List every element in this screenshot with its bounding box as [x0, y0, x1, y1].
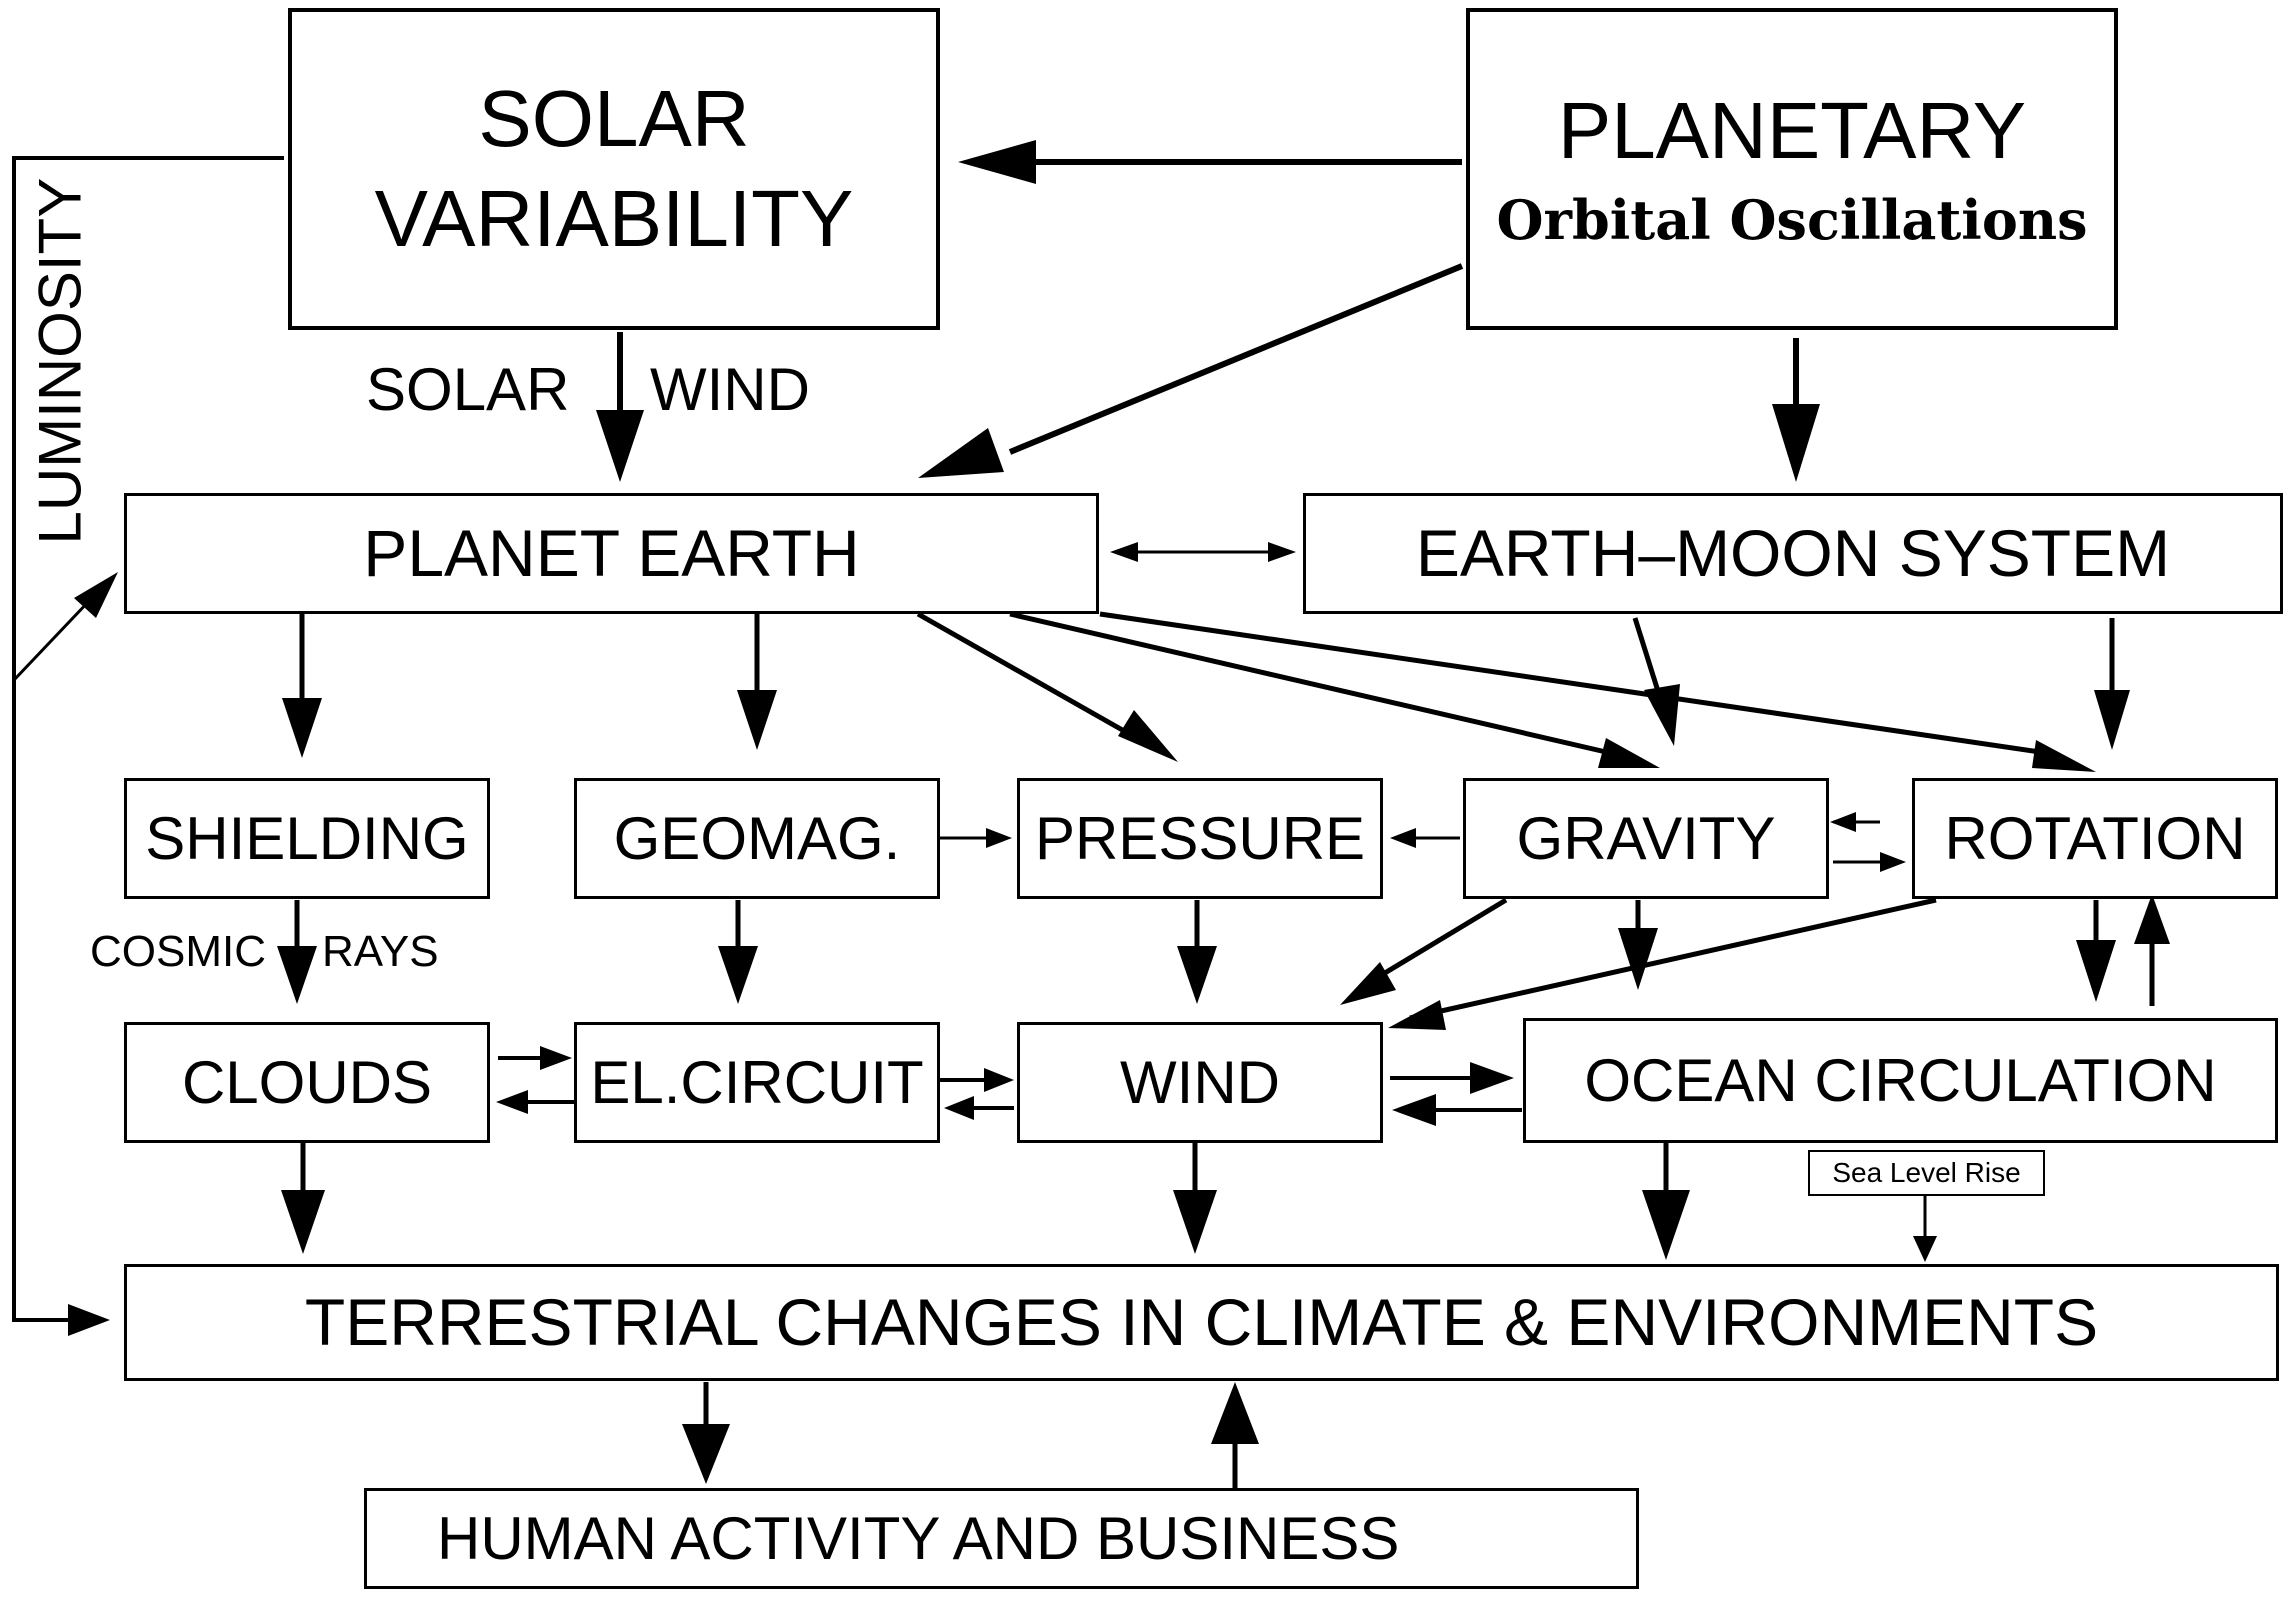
arrow-into-rotation	[2032, 740, 2096, 772]
arrow-into-terrestrial-from-sealevel	[1913, 1236, 1937, 1262]
arrow-into-rotation-from-gravity	[1880, 852, 1906, 872]
arrow-into-elcircuit-from-wind	[944, 1096, 974, 1120]
arrow-into-ocean-from-rotation	[2076, 940, 2116, 1002]
planetary-subtitle: Orbital Oscillations	[1496, 188, 2088, 253]
arrow-into-terrestrial-from-wind	[1173, 1190, 1217, 1254]
arrow-right-earthmoon	[1268, 542, 1296, 562]
arrow-into-clouds-from-elcircuit	[496, 1090, 528, 1114]
arrow-into-wind	[1177, 946, 1217, 1004]
rotation-to-wind-line	[1409, 897, 1937, 1021]
arrow-into-ocean-from-gravity	[1618, 928, 1658, 990]
gravity-to-wind-line	[1363, 897, 1508, 988]
arrow-into-shielding	[282, 698, 322, 758]
wind-box: WIND	[1017, 1022, 1383, 1143]
arrow-into-wind-from-ocean	[1392, 1094, 1436, 1126]
arrow-into-wind-from-elcircuit	[984, 1068, 1014, 1092]
arrow-into-rotation-from-ocean	[2134, 894, 2170, 944]
planetary-title: PLANETARY	[1557, 86, 2027, 176]
arrow-into-earth-from-planetary	[918, 428, 1004, 478]
arrow-into-gravity-from-em	[1644, 684, 1680, 746]
clouds-box: CLOUDS	[124, 1022, 490, 1143]
arrow-left-earth	[1110, 542, 1138, 562]
luminosity-arrow-terrestrial	[68, 1304, 110, 1336]
planetary-box: PLANETARY Orbital Oscillations	[1466, 8, 2118, 330]
solar-title-line2: VARIABILITY	[374, 174, 854, 263]
arrow-into-gravity	[1598, 738, 1660, 768]
ocean-circulation-box: OCEAN CIRCULATION	[1523, 1018, 2278, 1143]
arrow-into-terrestrial-from-ocean	[1642, 1190, 1690, 1260]
arrow-into-geomag	[737, 690, 777, 750]
arrow-into-pressure-from-geomag	[986, 828, 1012, 848]
el-circuit-box: EL.CIRCUIT	[574, 1022, 940, 1143]
pressure-box: PRESSURE	[1017, 778, 1383, 899]
arrow-into-pressure-from-gravity	[1390, 828, 1416, 848]
luminosity-line	[12, 156, 284, 1322]
luminosity-label: LUMINOSITY	[26, 177, 94, 545]
sea-level-rise-box: Sea Level Rise	[1808, 1150, 2045, 1196]
arrow-into-elcircuit	[718, 946, 758, 1004]
luminosity-arrow-earth	[74, 572, 118, 618]
human-activity-box: HUMAN ACTIVITY AND BUSINESS	[364, 1488, 1639, 1589]
arrow-into-gravity-from-rotation	[1830, 812, 1856, 832]
arrow-into-ocean-from-wind	[1470, 1062, 1514, 1094]
terrestrial-changes-box: TERRESTRIAL CHANGES IN CLIMATE & ENVIRON…	[124, 1264, 2279, 1381]
luminosity-to-earth-line	[12, 598, 92, 682]
solar-variability-box: SOLAR VARIABILITY	[288, 8, 940, 330]
earth-to-pressure-line	[916, 611, 1142, 743]
cosmic-rays-label-cosmic: COSMIC	[90, 927, 266, 976]
arrow-into-wind-from-rotation	[1388, 1000, 1446, 1030]
planetary-to-earth-line	[1008, 263, 1464, 455]
arrow-into-clouds	[277, 946, 317, 1004]
arrow-into-wind-from-gravity	[1340, 962, 1396, 1005]
arrow-into-human	[682, 1424, 730, 1484]
shielding-box: SHIELDING	[124, 778, 490, 899]
gravity-box: GRAVITY	[1463, 778, 1829, 899]
solar-wind-label-solar: SOLAR	[366, 356, 570, 423]
arrow-into-pressure	[1118, 710, 1178, 762]
earth-to-gravity-line	[1009, 611, 1607, 755]
rotation-box: ROTATION	[1912, 778, 2278, 899]
arrow-into-terrestrial-from-clouds	[281, 1190, 325, 1254]
earth-to-rotation-line	[1099, 611, 2041, 755]
arrow-into-earthmoon	[1772, 404, 1820, 482]
cosmic-rays-label-rays: RAYS	[322, 927, 439, 976]
geomag-box: GEOMAG.	[574, 778, 940, 899]
solar-title-line1: SOLAR	[478, 74, 750, 163]
arrow-into-terrestrial-from-human	[1211, 1382, 1259, 1444]
arrow-into-rotation-from-em	[2094, 690, 2130, 750]
arrow-into-elcircuit-from-clouds	[540, 1046, 572, 1070]
solar-wind-label-wind: WIND	[650, 356, 810, 423]
earth-moon-system-box: EARTH–MOON SYSTEM	[1303, 493, 2283, 614]
arrow-into-solar	[958, 140, 1036, 184]
arrow-into-earth-from-solar	[596, 410, 644, 482]
planet-earth-box: PLANET EARTH	[124, 493, 1099, 614]
